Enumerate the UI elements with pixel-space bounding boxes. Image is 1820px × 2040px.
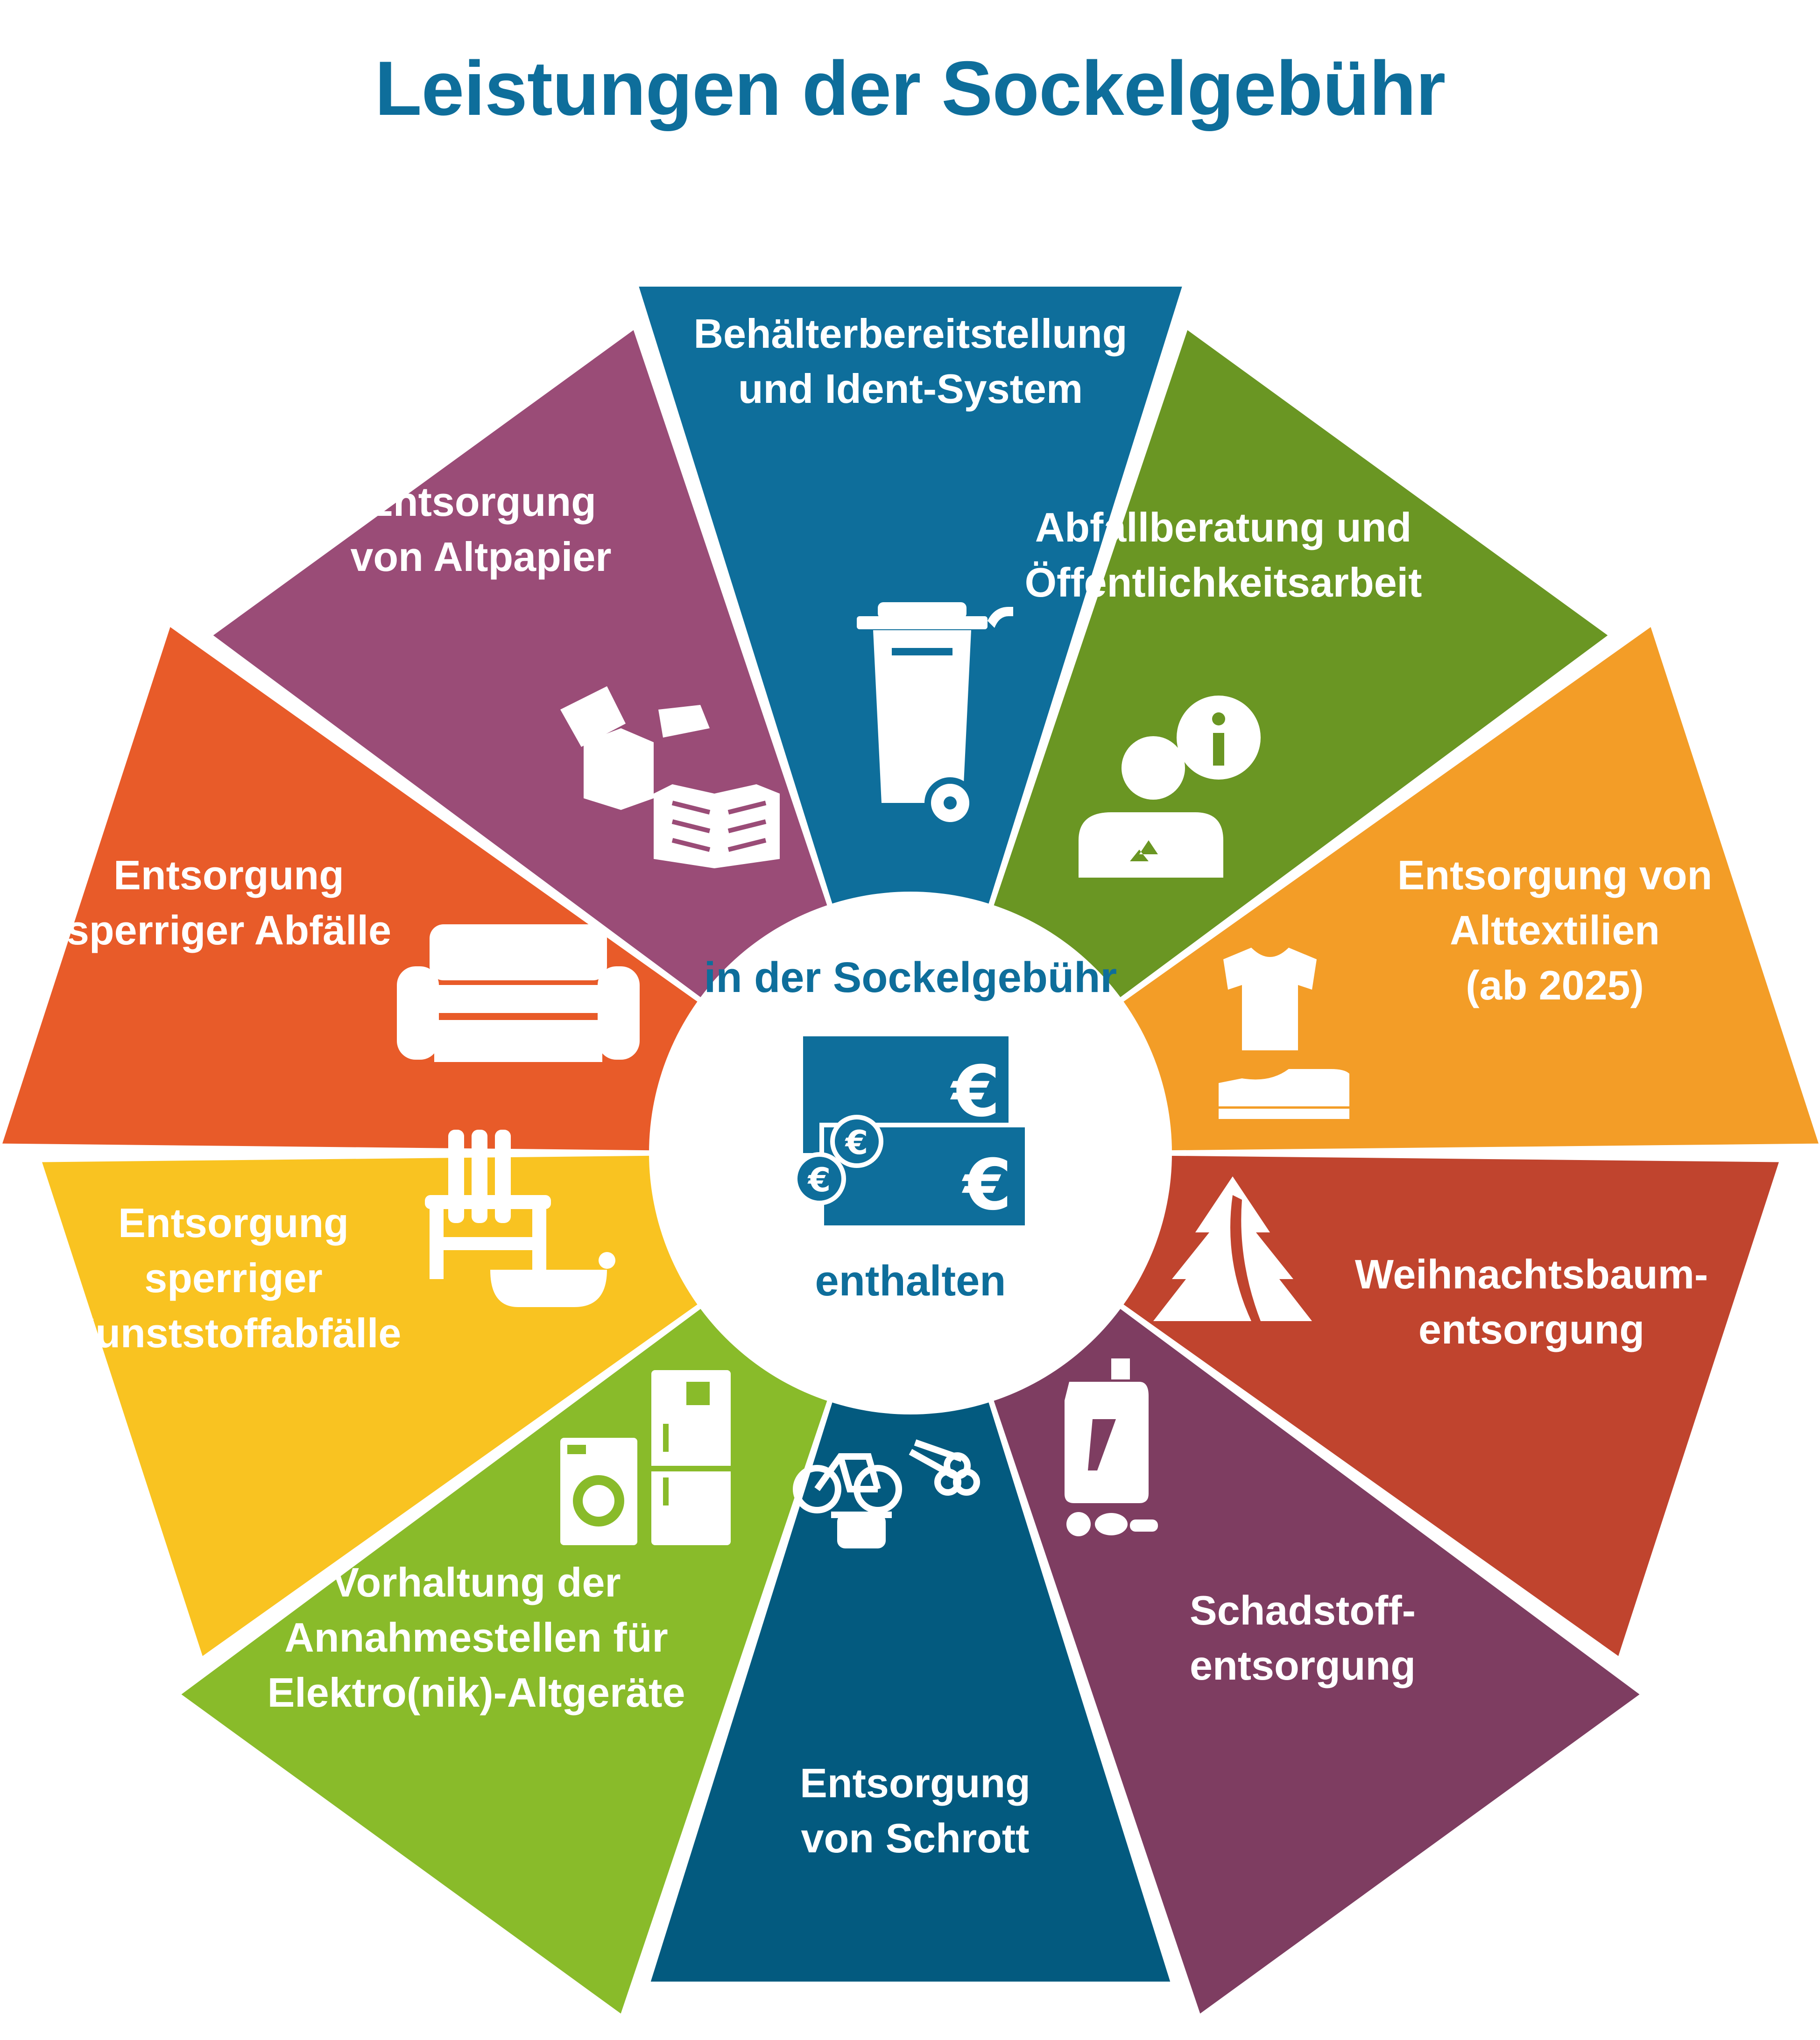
segment-label-textilien-3: (ab 2025) — [1466, 962, 1644, 1008]
segment-label-schrott-1: Entsorgung — [800, 1760, 1030, 1806]
svg-text:€: € — [950, 1051, 1000, 1133]
fir-tree-icon — [1153, 1176, 1312, 1321]
segment-label-elektro-3: Elektro(nik)-Altgeräte — [268, 1669, 685, 1716]
segment-altpapier — [213, 330, 910, 1153]
segment-label-sperrmuell-2: sperriger Abfälle — [66, 907, 391, 953]
segment-label-textilien-2: Alttextilien — [1450, 907, 1660, 953]
svg-text:€: € — [962, 1145, 1012, 1226]
advisor-info-icon — [1079, 696, 1261, 878]
garden-chair-tub-icon — [425, 1130, 615, 1307]
segment-schrott — [650, 1153, 1171, 1982]
segment-label-sperrmuell-1: Entsorgung — [113, 852, 344, 898]
segment-label-kunststoff-2: sperriger — [144, 1255, 323, 1301]
segment-label-kunststoff-3: Kunststoffabfälle — [66, 1310, 402, 1356]
segment-label-schrott-2: von Schrott — [801, 1815, 1030, 1861]
segment-textilien — [910, 627, 1819, 1153]
sofa-icon — [397, 924, 640, 1062]
svg-text:€: € — [807, 1161, 831, 1199]
shirt-shoe-icon — [1219, 948, 1349, 1119]
center-label-bottom: enthalten — [815, 1257, 1006, 1305]
segment-label-weihnachtsbaum-2: entsorgung — [1418, 1306, 1644, 1352]
segment-schadstoff — [910, 1153, 1640, 2014]
center-label-top: in der Sockelgebühr — [704, 954, 1117, 1001]
segment-elektro — [181, 1153, 910, 2014]
washer-fridge-icon — [560, 1370, 731, 1545]
segment-label-behaelter-2: und Ident-System — [738, 366, 1083, 412]
segment-label-beratung-1: Abfallberatung und — [1035, 504, 1412, 550]
page-title: Leistungen der Sockelgebühr — [374, 45, 1446, 131]
segment-label-schadstoff-2: entsorgung — [1190, 1642, 1416, 1688]
segment-label-altpapier-2: von Altpapier — [350, 534, 611, 580]
segment-sperrmuell — [2, 627, 910, 1153]
segment-label-behaelter-1: Behälterbereitstellung — [693, 310, 1127, 357]
box-book-icon — [560, 686, 780, 868]
segment-label-elektro-2: Annahmestellen für — [284, 1614, 668, 1660]
segment-label-elektro-1: Vorhaltung der — [332, 1559, 621, 1605]
segment-label-beratung-2: Öffentlichkeitsarbeit — [1025, 559, 1422, 605]
segment-label-kunststoff-1: Entsorgung — [118, 1200, 349, 1246]
segment-label-schadstoff-1: Schadstoff- — [1190, 1587, 1416, 1633]
waste-bin-icon — [857, 602, 1013, 829]
canister-pills-icon — [1065, 1358, 1158, 1536]
bicycle-pipes-pot-icon — [793, 1439, 980, 1548]
segment-label-textilien-1: Entsorgung von — [1397, 852, 1713, 898]
segment-label-weihnachtsbaum-1: Weihnachtsbaum- — [1355, 1251, 1708, 1297]
svg-text:€: € — [845, 1124, 868, 1162]
euro-banknotes-coins-icon: € € € € — [793, 1036, 1030, 1230]
segment-label-altpapier-1: Entsorgung — [366, 478, 596, 525]
